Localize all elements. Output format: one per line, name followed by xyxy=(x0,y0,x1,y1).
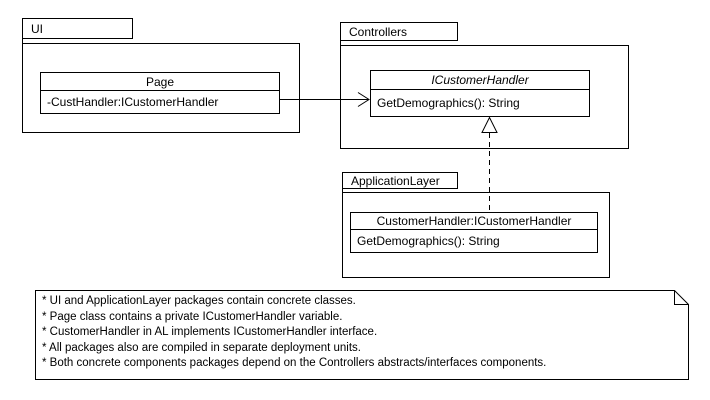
note-line: * Page class contains a private ICustome… xyxy=(42,310,343,323)
package-applicationlayer-tab: ApplicationLayer xyxy=(342,172,458,189)
package-controllers-tab: Controllers xyxy=(340,22,458,41)
class-customerhandler: CustomerHandler:ICustomerHandler GetDemo… xyxy=(350,212,598,253)
package-ui-name: UI xyxy=(31,21,43,36)
note-annotation: * UI and ApplicationLayer packages conta… xyxy=(42,294,686,372)
package-applicationlayer-name: ApplicationLayer xyxy=(351,173,440,188)
class-customerhandler-method: GetDemographics(): String xyxy=(357,234,500,248)
class-customerhandler-title: CustomerHandler:ICustomerHandler xyxy=(351,213,597,230)
note-line: * UI and ApplicationLayer packages conta… xyxy=(42,295,356,307)
package-controllers-name: Controllers xyxy=(349,24,408,39)
class-icustomerhandler: ICustomerHandler GetDemographics(): Stri… xyxy=(370,70,590,117)
class-icustomerhandler-title: ICustomerHandler xyxy=(371,71,589,90)
class-icustomerhandler-method: GetDemographics(): String xyxy=(377,96,520,110)
note-line: * CustomerHandler in AL implements ICust… xyxy=(42,326,378,339)
package-ui-tab: UI xyxy=(22,18,133,39)
class-page-title: Page xyxy=(41,73,279,91)
class-page: Page -CustHandler:ICustomerHandler xyxy=(40,72,280,114)
note-line: * Both concrete components packages depe… xyxy=(42,357,547,370)
note-line: * All packages also are compiled in sepa… xyxy=(42,341,361,354)
class-page-attribute: -CustHandler:ICustomerHandler xyxy=(47,95,219,109)
